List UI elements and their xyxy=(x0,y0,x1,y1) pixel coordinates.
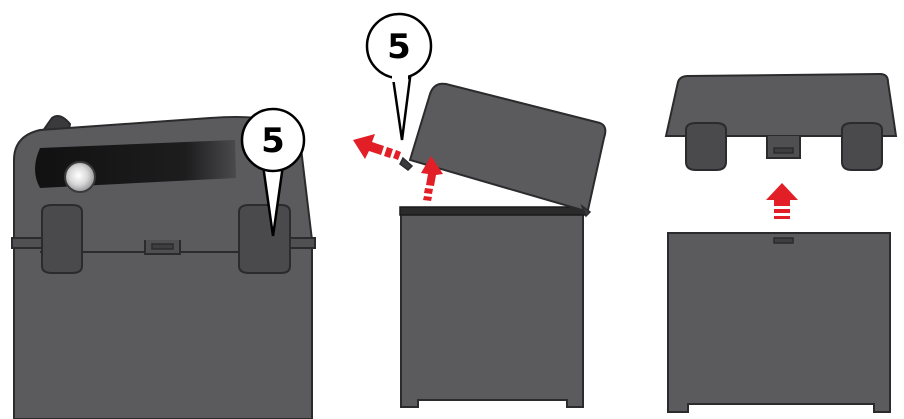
callout-pointer-icon xyxy=(391,76,412,141)
dashed-red-arrow-icon xyxy=(353,134,401,160)
side-rail-right xyxy=(286,237,316,249)
dashed-red-arrow-icon xyxy=(766,183,798,219)
dashed-red-arrow-icon xyxy=(421,156,443,201)
lid-hook-right xyxy=(580,203,592,218)
callout-label: 5 xyxy=(261,121,285,161)
side-rail-left xyxy=(11,237,43,249)
callout-label: 5 xyxy=(387,27,411,67)
callout-5-panel-1: 5 xyxy=(240,107,306,237)
clip-block-right xyxy=(238,204,291,274)
knob-icon xyxy=(64,161,96,193)
latch-tab-icon xyxy=(766,136,801,159)
panel-lid-lifted-off xyxy=(664,72,898,413)
panel-assembled-unit xyxy=(11,115,316,419)
panel-lid-tilted-open xyxy=(399,82,607,408)
callout-5-panel-2: 5 xyxy=(365,12,433,141)
latch-slot xyxy=(773,147,794,154)
lid-clip-right xyxy=(841,122,883,171)
lifted-lid xyxy=(664,72,898,137)
tilted-lid xyxy=(408,82,607,211)
base-rim xyxy=(399,206,586,216)
lid-hook-left xyxy=(399,156,414,171)
callout-bubble xyxy=(240,107,306,173)
base-body xyxy=(400,213,584,408)
latch-slot xyxy=(151,243,174,250)
clip-block-left xyxy=(41,204,83,274)
lower-base xyxy=(667,232,891,413)
lid-clip-left xyxy=(685,122,727,171)
base-slot xyxy=(773,237,794,244)
